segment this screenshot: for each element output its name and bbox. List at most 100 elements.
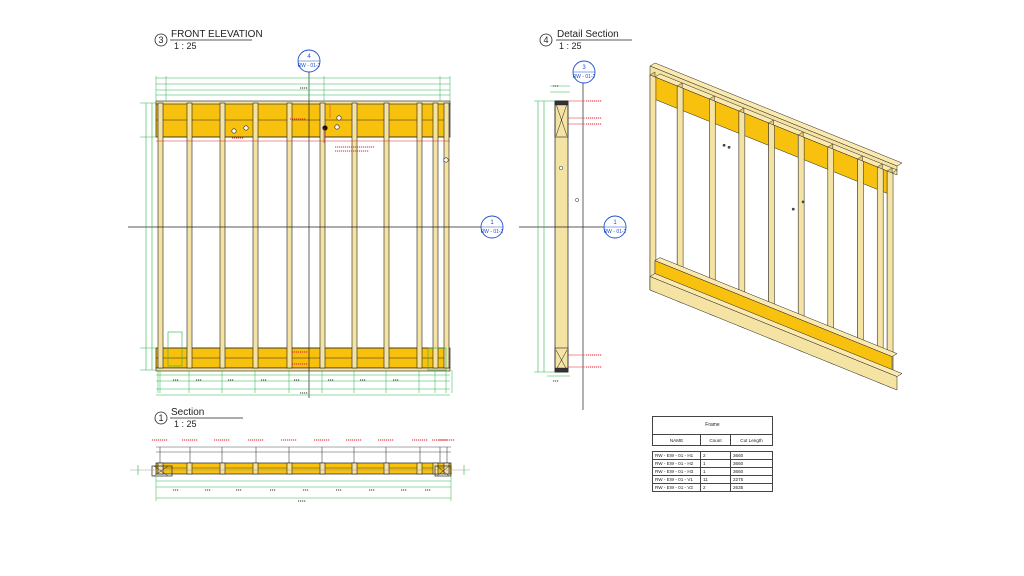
section-marker-code: RW - 01-2	[573, 74, 596, 80]
schedule-cell-name: RW - EW - 01 - H2	[652, 459, 701, 468]
section-marker-detail-right[interactable]: 1 RW - 01-2	[603, 215, 627, 239]
dimension-detail-box	[167, 331, 183, 367]
schedule-cell-count: 2	[700, 483, 731, 492]
stud	[252, 102, 259, 369]
plan-stud	[432, 462, 439, 475]
plan-stud	[157, 462, 164, 475]
table-row: RW - EW - 01 - H1 2 3660	[652, 451, 773, 460]
plan-stud	[186, 462, 193, 475]
iso-sole-plate	[649, 276, 898, 391]
table-row: RW - EW - 01 - V1 11 2275	[652, 475, 773, 484]
detail-section-title-block: 4 Detail Section 1 : 25	[539, 29, 632, 51]
stud	[186, 102, 193, 369]
section-scale: 1 : 25	[174, 419, 197, 429]
detail-section-view	[519, 83, 604, 410]
plan-plate	[155, 462, 452, 475]
section-marker-code: RW - 01-2	[298, 63, 321, 69]
front-elevation-view	[128, 72, 481, 398]
fixing-hole	[231, 128, 237, 134]
schedule-cell-length: 2635	[730, 483, 773, 492]
frame-schedule-table: Frame NAME Count Cut Length RW - EW - 01…	[652, 416, 773, 492]
plan-stud	[286, 462, 293, 475]
stud	[416, 102, 423, 369]
sole-plate	[155, 367, 451, 372]
section-marker-number: 1	[490, 220, 494, 226]
iso-sole-plate-top	[649, 273, 903, 377]
fixing-hole	[722, 143, 726, 147]
table-row: RW - EW - 01 - H3 1 3660	[652, 467, 773, 476]
isometric-3d-view	[649, 62, 903, 391]
plan-stud	[383, 462, 390, 475]
fixing-hole	[791, 207, 795, 211]
plan-cross-mark	[153, 465, 169, 477]
section-marker-code: RW - 01-2	[604, 229, 627, 235]
section-marker-right[interactable]: 1 RW - 01-2	[480, 215, 504, 239]
section-number: 1	[158, 413, 163, 423]
plan-stud	[351, 462, 358, 475]
schedule-cell-name: RW - EW - 01 - V2	[652, 483, 701, 492]
plan-stud	[416, 462, 423, 475]
fixing-hole	[727, 145, 731, 149]
stud	[219, 102, 226, 369]
section-marker-number: 4	[307, 54, 311, 60]
front-elevation-title-block: 3 FRONT ELEVATION 1 : 25	[154, 29, 263, 51]
iso-top-plate-top	[649, 62, 903, 167]
schedule-cell-count: 11	[700, 475, 731, 484]
fixing-hole	[558, 165, 564, 171]
fixing-hole	[575, 198, 579, 202]
section-marker-number: 1	[613, 220, 617, 226]
fixing-hole	[243, 125, 249, 131]
detail-sole-plate	[554, 367, 569, 373]
detail-top-plate	[554, 100, 569, 106]
schedule-cell-name: RW - EW - 01 - V1	[652, 475, 701, 484]
schedule-cell-length: 3660	[730, 467, 773, 476]
section-marker-top[interactable]: 4 RW - 01-2	[297, 49, 321, 73]
section-view	[130, 439, 470, 502]
stud	[383, 102, 390, 369]
section-marker-code: RW - 01-2	[481, 229, 504, 235]
fixing-hole	[334, 124, 340, 130]
table-row: RW - EW - 01 - V2 2 2635	[652, 483, 773, 492]
detail-cross-mark	[555, 349, 568, 371]
detail-section-scale: 1 : 25	[559, 41, 582, 51]
fixing-hole	[801, 200, 805, 204]
stud	[432, 102, 439, 369]
front-elevation-scale: 1 : 25	[174, 41, 197, 51]
section-title-block: 1 Section 1 : 25	[154, 407, 243, 429]
detail-stud-section	[554, 100, 569, 373]
section-marker-number: 3	[582, 65, 586, 71]
stud	[157, 102, 164, 369]
top-plate	[155, 100, 451, 105]
plan-stud	[319, 462, 326, 475]
frame-schedule: Frame NAME Count Cut Length RW - EW - 01…	[652, 416, 773, 492]
section-title: Section	[171, 407, 204, 418]
view-number-circle	[539, 33, 553, 47]
schedule-cell-count: 2	[700, 451, 731, 460]
view-number-circle	[154, 33, 168, 47]
plan-stud	[252, 462, 259, 475]
schedule-cell-length: 3660	[730, 451, 773, 460]
schedule-caption: Frame	[652, 416, 773, 435]
schedule-cell-count: 1	[700, 467, 731, 476]
schedule-cell-length: 3660	[730, 459, 773, 468]
schedule-header-name: NAME	[652, 434, 701, 446]
schedule-cell-length: 2275	[730, 475, 773, 484]
plan-end-detail	[434, 465, 452, 477]
section-marker-detail-top[interactable]: 3 RW - 01-2	[572, 60, 596, 84]
schedule-cell-name: RW - EW - 01 - H1	[652, 451, 701, 460]
fixing-hole	[336, 115, 342, 121]
schedule-header-count: Count	[700, 434, 731, 446]
detail-section-number: 4	[543, 35, 548, 45]
detail-section-title: Detail Section	[557, 29, 619, 40]
schedule-header-cut-length: Cut Length	[730, 434, 773, 446]
plan-cross-mark	[436, 465, 450, 477]
stud	[286, 102, 293, 369]
table-row: RW - EW - 01 - H2 1 3660	[652, 459, 773, 468]
front-elevation-number: 3	[158, 35, 163, 45]
dimension-detail-box	[427, 347, 447, 371]
fixing-hole	[443, 157, 449, 163]
front-elevation-title: FRONT ELEVATION	[171, 29, 263, 40]
stud	[443, 102, 450, 369]
view-number-circle	[154, 411, 168, 425]
